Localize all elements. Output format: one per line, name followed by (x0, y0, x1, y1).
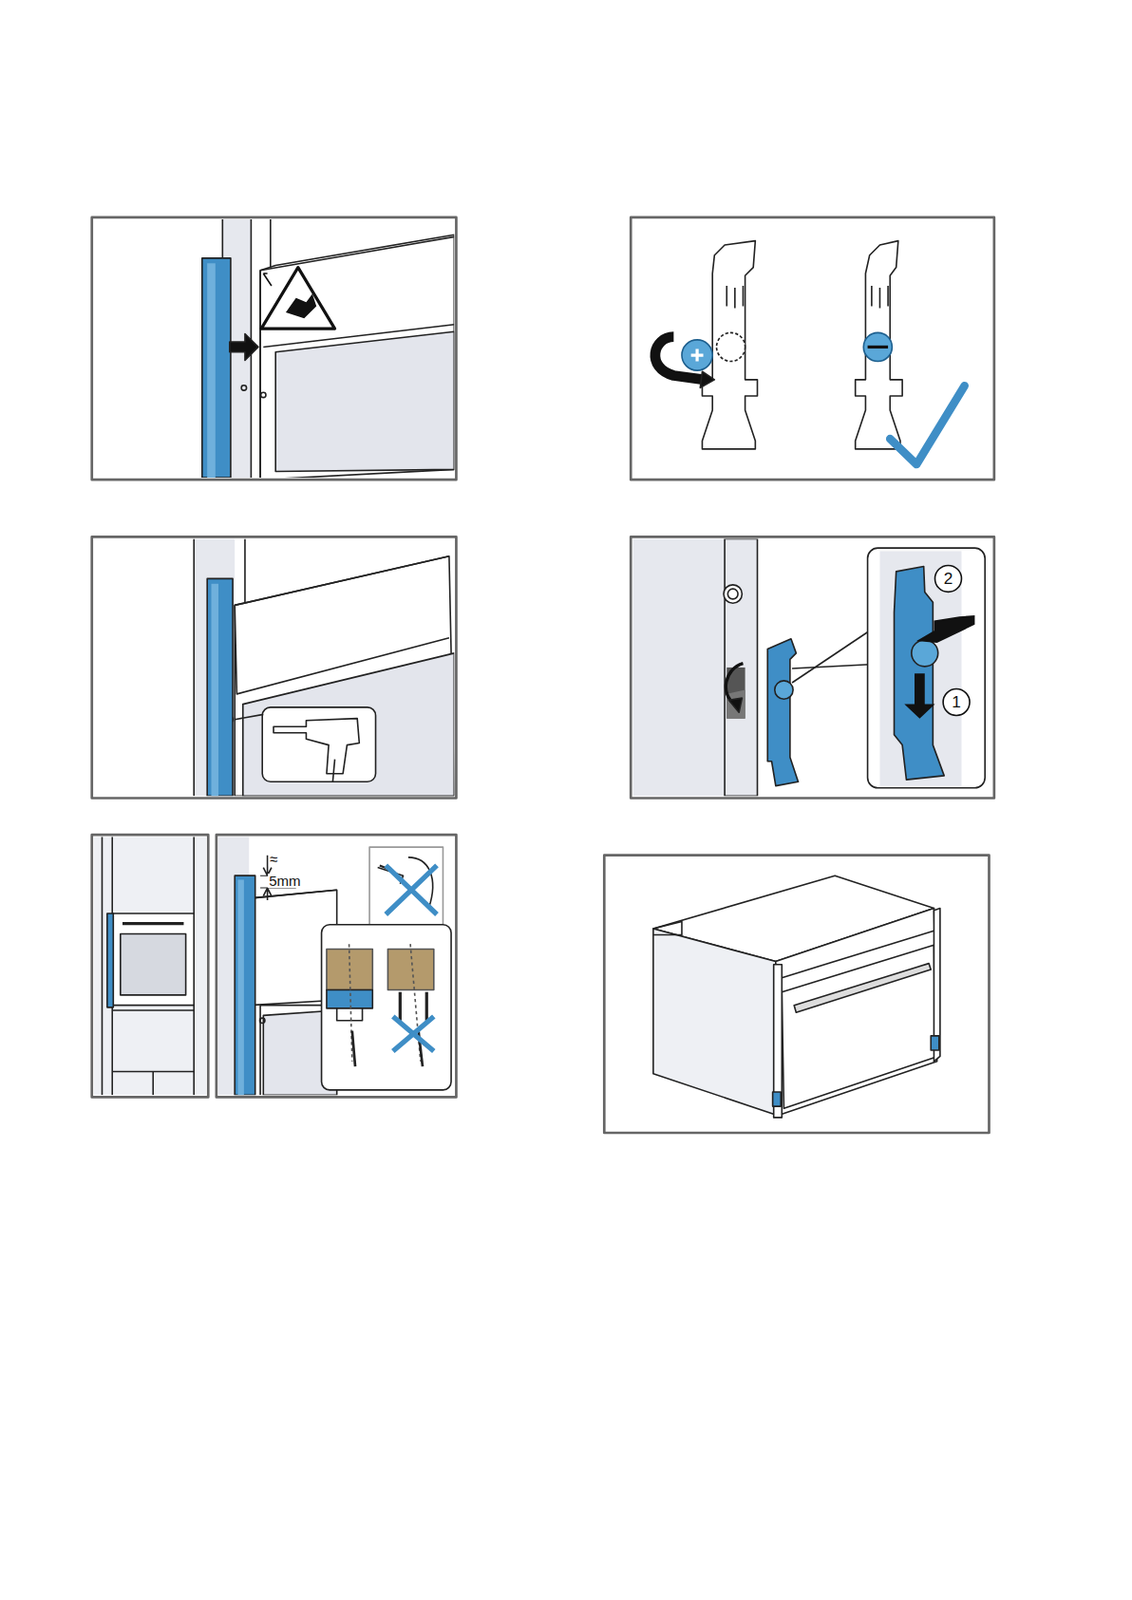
callout-number: 2 (943, 570, 954, 587)
dimension-label: ≈ (268, 851, 279, 867)
callout-number: 1 (951, 694, 962, 711)
dimension-label: 5mm (267, 873, 302, 888)
